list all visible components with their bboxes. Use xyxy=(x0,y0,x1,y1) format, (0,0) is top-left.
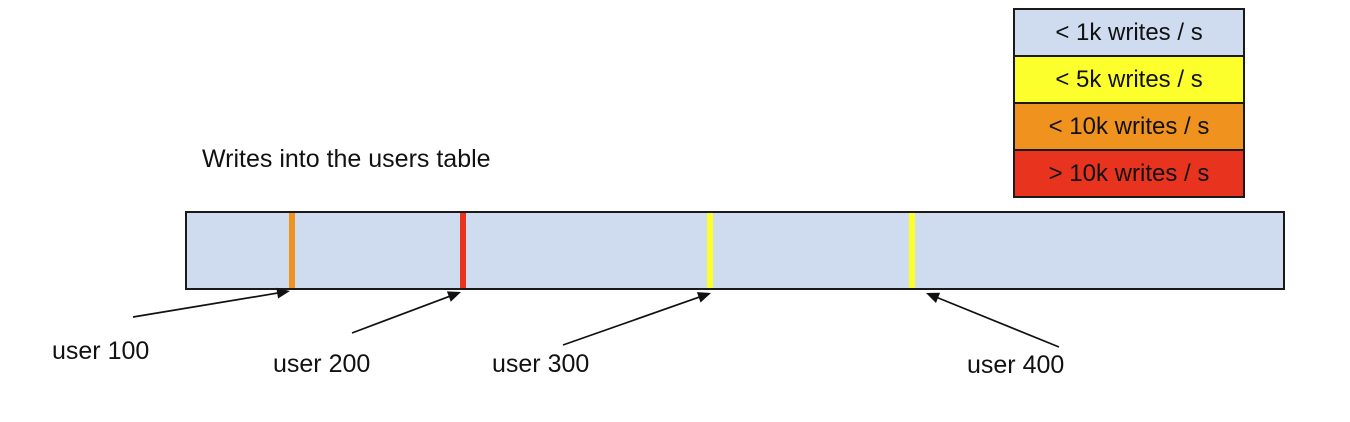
callout-arrow-icon xyxy=(562,292,711,346)
callout-arrow-icon xyxy=(926,292,1060,348)
users-table-bar xyxy=(185,211,1285,290)
callout-arrow-icon xyxy=(351,291,461,334)
callout-label-user-400: user 400 xyxy=(967,351,1065,379)
write-rate-marker-user-300 xyxy=(707,213,713,288)
legend-row: < 1k writes / s xyxy=(1015,10,1243,57)
write-rate-marker-user-200 xyxy=(460,213,466,288)
callout-label-user-300: user 300 xyxy=(492,350,590,378)
legend-row: > 10k writes / s xyxy=(1015,151,1243,196)
legend-row: < 5k writes / s xyxy=(1015,57,1243,104)
write-rate-marker-user-100 xyxy=(289,213,295,288)
legend-row: < 10k writes / s xyxy=(1015,104,1243,151)
diagram-title: Writes into the users table xyxy=(202,145,491,173)
write-rate-marker-user-400 xyxy=(909,213,915,288)
callout-label-user-100: user 100 xyxy=(52,337,150,365)
callout-arrow-icon xyxy=(132,287,290,318)
callout-label-user-200: user 200 xyxy=(273,350,371,378)
legend: < 1k writes / s< 5k writes / s< 10k writ… xyxy=(1013,8,1245,198)
